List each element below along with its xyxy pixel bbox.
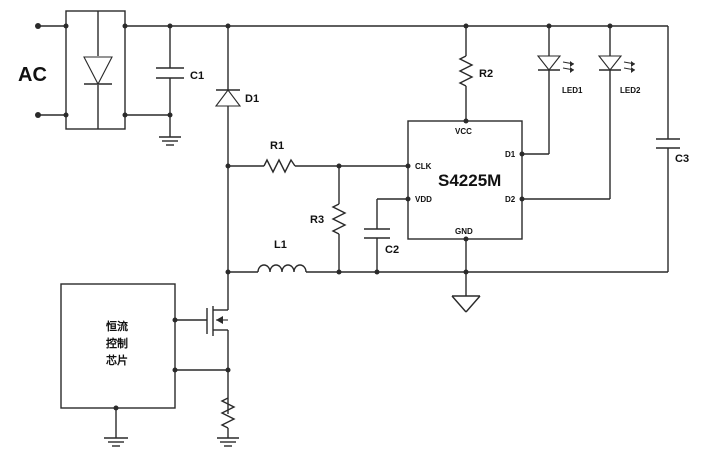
resistor-r3: R3	[310, 166, 347, 272]
ground-symbol-ic	[451, 239, 481, 313]
ic-s4225m: S4225M VCC CLK VDD GND D1 D2	[405, 118, 525, 242]
bridge-rectifier	[63, 10, 128, 130]
control-chip-line-1: 恒流	[106, 319, 128, 333]
capacitor-c3: C3	[656, 26, 689, 272]
r2-label: R2	[479, 68, 493, 80]
pin-vdd: VDD	[415, 195, 432, 204]
ac-label: AC	[18, 64, 47, 86]
led1-label: LED1	[562, 86, 583, 95]
resistor-r1: R1	[228, 140, 408, 174]
pin-d1: D1	[505, 150, 516, 159]
ac-input: AC	[18, 23, 66, 118]
r3-label: R3	[310, 214, 324, 226]
inductor-l1: L1	[228, 239, 668, 273]
ground-symbol-c1	[159, 136, 181, 146]
ground-symbol-sense	[217, 437, 239, 447]
d1-label: D1	[245, 93, 259, 105]
ic-name: S4225M	[438, 171, 501, 190]
capacitor-c1: C1	[156, 26, 204, 137]
c2-label: C2	[385, 244, 399, 256]
resistor-r2: R2	[458, 26, 493, 121]
led2: LED2	[522, 26, 641, 200]
control-chip: 恒流 控制 芯片	[60, 283, 176, 409]
pin-d2: D2	[505, 195, 516, 204]
led2-label: LED2	[620, 86, 641, 95]
ground-symbol-control	[104, 437, 128, 447]
sense-resistor	[220, 397, 236, 438]
control-chip-line-3: 芯片	[106, 353, 128, 367]
l1-label: L1	[274, 239, 287, 251]
c1-label: C1	[190, 70, 204, 82]
control-chip-line-2: 控制	[106, 336, 128, 350]
c3-label: C3	[675, 153, 689, 165]
pin-clk: CLK	[415, 162, 432, 171]
led1: LED1	[522, 26, 583, 155]
capacitor-c2: C2	[364, 198, 408, 272]
pin-vcc: VCC	[455, 127, 472, 136]
mosfet-switch	[175, 306, 229, 414]
r1-label: R1	[270, 140, 284, 152]
pin-gnd: GND	[455, 227, 473, 236]
